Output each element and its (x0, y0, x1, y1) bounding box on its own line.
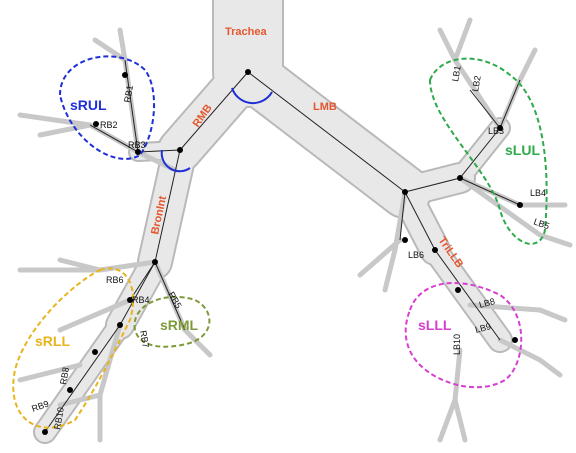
centerline-skeleton (44, 59, 521, 433)
rb1-label: RB1 (122, 84, 135, 103)
srll-label: sRLL (35, 333, 70, 349)
slul-outline (428, 57, 548, 245)
lb10-label: LB10 (452, 334, 462, 355)
node-lmb-split (402, 189, 408, 195)
node-lul (457, 175, 463, 181)
node-rb8 (67, 387, 73, 393)
srml-label: sRML (160, 317, 199, 333)
node-lb9 (512, 337, 518, 343)
node-lb3 (497, 125, 503, 131)
rb6-label: RB6 (106, 275, 124, 285)
airway-fill (35, 0, 511, 442)
node-carina (245, 69, 251, 75)
node-rb10 (42, 429, 48, 435)
lmb-label: LMB (313, 101, 337, 113)
lb3-label: LB3 (488, 126, 504, 136)
lb8-label: LB8 (478, 296, 496, 310)
slul-label: sLUL (505, 142, 540, 158)
branch-nodes (42, 69, 523, 435)
node-bronint-split (152, 259, 158, 265)
region-outlines (12, 55, 548, 429)
rb3-label: RB3 (128, 140, 146, 150)
carina-angle-arc (231, 87, 273, 105)
node-rb2 (93, 121, 99, 127)
srul-label: sRUL (70, 97, 107, 113)
rb2-label: RB2 (100, 120, 118, 130)
region-labels: sRUL sLUL sRLL sRML sLLL (35, 97, 540, 349)
node-rb4 (127, 297, 133, 303)
node-lb8 (455, 287, 461, 293)
rb7-label: RB7 (138, 330, 151, 349)
node-lb4 (517, 202, 523, 208)
lb9-label: LB9 (474, 321, 492, 335)
node-trillb (432, 247, 438, 253)
node-rb7 (117, 322, 123, 328)
trachea-label: Trachea (225, 26, 267, 38)
airway-surface (17, 0, 573, 444)
srul-outline (58, 55, 156, 160)
node-rb1 (122, 72, 128, 78)
rb5-label: RB5 (166, 290, 183, 310)
srll-outline (12, 267, 135, 429)
lb4-label: LB4 (530, 188, 546, 198)
node-rmb-split (177, 147, 183, 153)
rb4-label: RB4 (132, 295, 150, 305)
rmb-angle-arc (160, 149, 191, 173)
srml-outline (133, 295, 211, 348)
rb8-label: RB8 (58, 366, 71, 385)
lb6-label: LB6 (408, 250, 424, 260)
node-rb3 (135, 149, 141, 155)
slll-outline (404, 282, 523, 389)
angle-arcs (160, 87, 273, 173)
lb2-label: LB2 (470, 75, 483, 93)
lb1-label: LB1 (450, 65, 463, 83)
rb10-label: RB10 (52, 406, 66, 430)
node-lb6 (402, 237, 408, 243)
slll-label: sLLL (418, 317, 452, 333)
node-rll (92, 349, 98, 355)
